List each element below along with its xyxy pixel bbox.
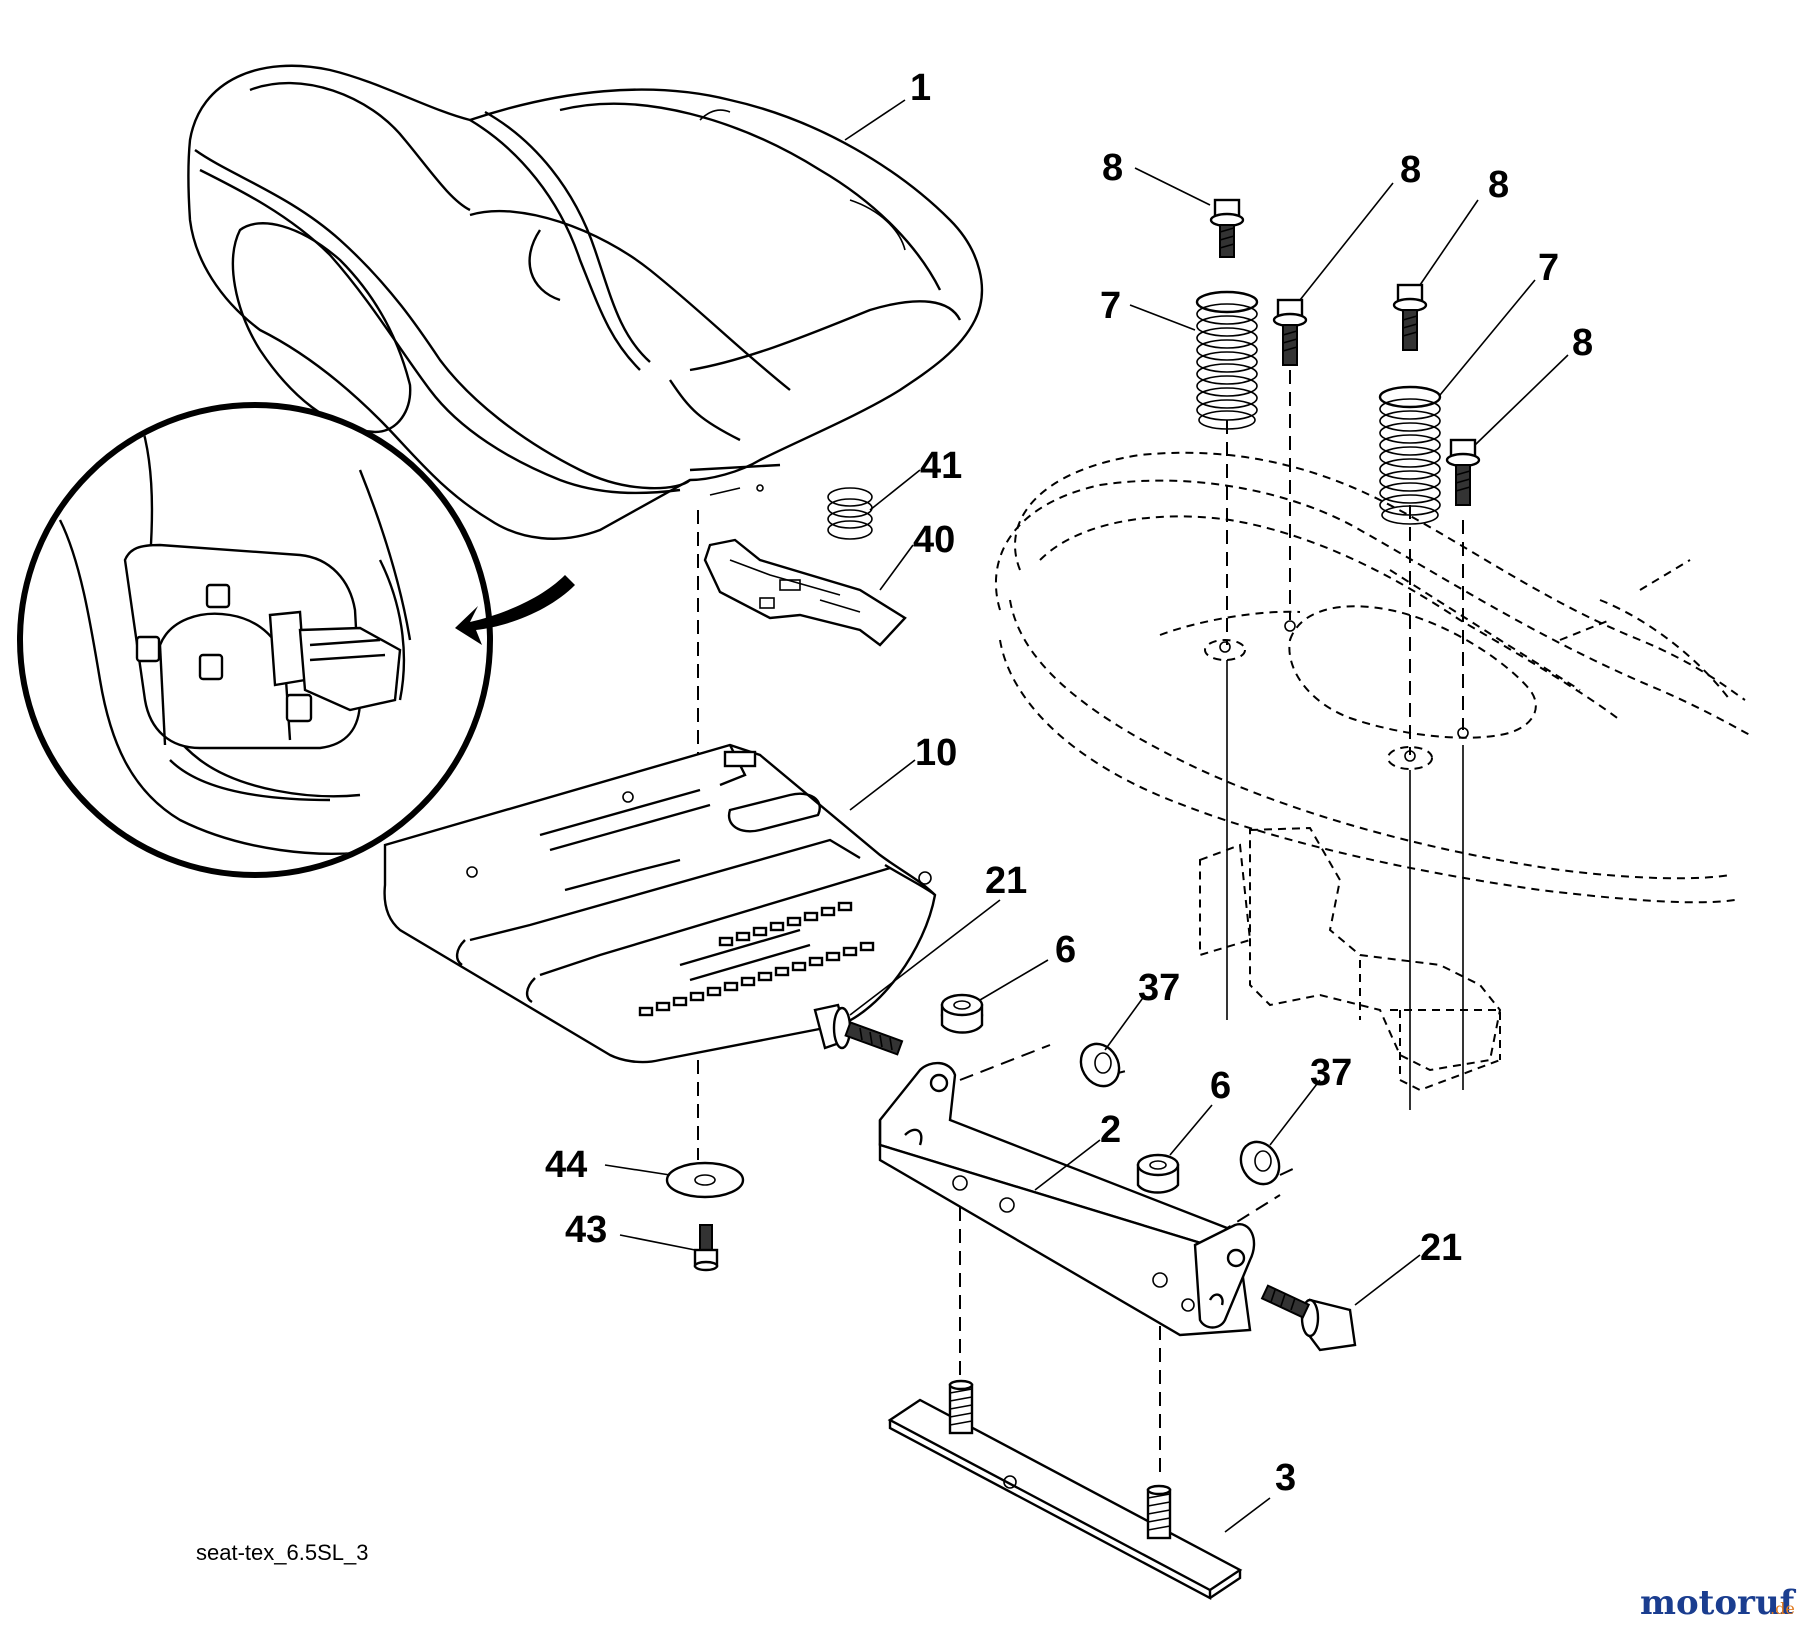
callout-labels: 1 8 8 8 7 7 8 41 40 10 21 6 37 6 37 2 44… [545, 67, 1593, 1499]
spring-part-left [1195, 290, 1259, 430]
switch-plate-part [703, 538, 907, 647]
callout-seat-pan: 10 [915, 732, 957, 774]
stud-right [1146, 1484, 1172, 1540]
base-plate-part [887, 1379, 1243, 1600]
callout-bolt-b: 8 [1400, 149, 1421, 191]
bracket-part [878, 1061, 1256, 1337]
nut-part-right [1136, 1153, 1180, 1194]
washer-nut-right [1239, 1140, 1281, 1186]
seat-pan-part [383, 743, 937, 1064]
callout-shoulder-bolt-right: 21 [1420, 1227, 1462, 1269]
stud-left [948, 1379, 974, 1435]
callout-shoulder-bolt-left: 21 [985, 860, 1027, 902]
spring-part-right [1378, 385, 1442, 525]
callout-washer-nut-left: 37 [1138, 967, 1180, 1009]
callout-screw: 43 [565, 1209, 607, 1251]
drawing-code: seat-tex_6.5SL_3 [196, 1540, 368, 1565]
callout-switch-spring: 41 [920, 445, 962, 487]
screw-part [693, 1224, 719, 1272]
bolt-part-d [1445, 438, 1481, 506]
seat-pan-slots [638, 901, 875, 1017]
seat-part [187, 64, 983, 540]
callout-bolt-d: 8 [1572, 322, 1593, 364]
callout-spring-right: 7 [1538, 247, 1559, 289]
nut-part-left [940, 993, 984, 1034]
switch-spring-part [827, 487, 873, 540]
bolt-part-b [1272, 298, 1308, 366]
bolt-part-c [1392, 283, 1428, 351]
watermark-logo: motoruf .de [1640, 1583, 1797, 1623]
callout-spring-left: 7 [1100, 285, 1121, 327]
callout-switch-plate: 40 [913, 519, 955, 561]
callout-seat: 1 [910, 67, 931, 109]
washer-nut-left [1079, 1042, 1121, 1088]
watermark-suffix: .de [1770, 1599, 1795, 1618]
bolt-part-a [1209, 198, 1245, 258]
callout-bracket: 2 [1100, 1109, 1121, 1151]
callout-washer-nut-right: 37 [1310, 1052, 1352, 1094]
callout-nut-left: 6 [1055, 929, 1076, 971]
switch-detail-inset [17, 402, 575, 878]
watermark-brand: motoruf [1640, 1583, 1797, 1623]
callout-bolt-c: 8 [1488, 164, 1509, 206]
callout-bolt-a: 8 [1102, 147, 1123, 189]
callout-nut-right: 6 [1210, 1065, 1231, 1107]
callout-base-plate: 3 [1275, 1457, 1296, 1499]
callout-leaders [604, 99, 1569, 1533]
callout-washer: 44 [545, 1144, 587, 1186]
shoulder-bolt-left [813, 1003, 904, 1056]
mower-frame-outline [995, 451, 1751, 1092]
shoulder-bolt-right [1260, 1284, 1357, 1352]
washer-part [665, 1161, 745, 1199]
